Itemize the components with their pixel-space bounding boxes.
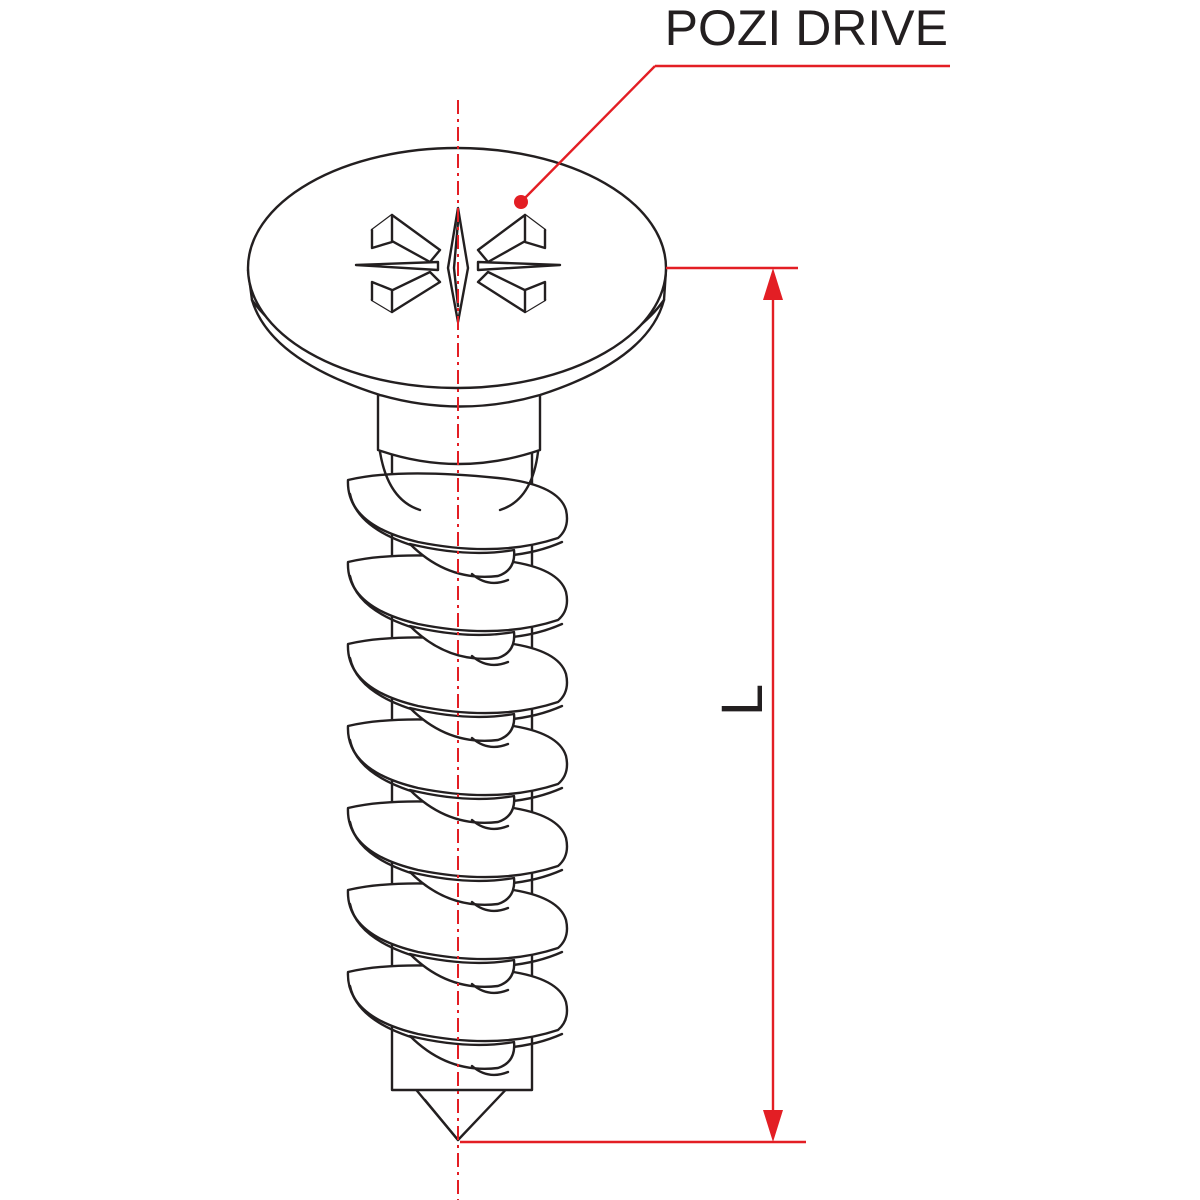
length-label: L	[710, 684, 775, 716]
leader-dot	[514, 195, 528, 209]
arrow-up-icon	[763, 268, 783, 300]
arrow-down-icon	[763, 1110, 783, 1142]
dimension-overlay	[457, 64, 950, 1200]
leader-line	[520, 65, 656, 203]
drive-type-label: POZI DRIVE	[665, 0, 948, 56]
